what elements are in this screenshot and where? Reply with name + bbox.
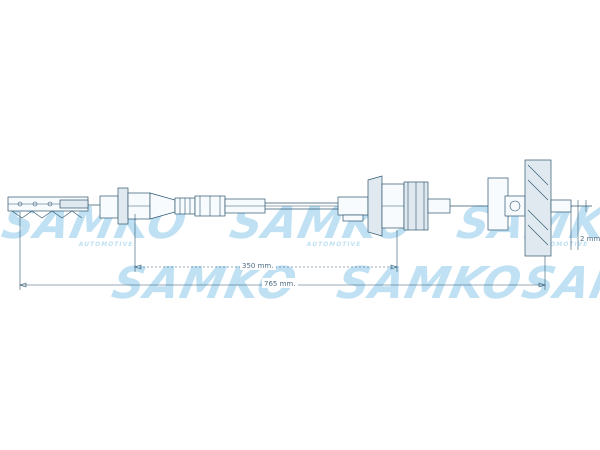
watermark-tagline-3: AUTOMOTIVE — [533, 241, 589, 248]
dimension-total-label: 765 mm. — [264, 280, 295, 288]
watermark-tagline-2: AUTOMOTIVE — [306, 241, 362, 248]
dimension-total: 765 mm. — [19, 212, 546, 290]
watermark-tagline-1: AUTOMOTIVE — [78, 241, 134, 248]
watermark-brand-6: SAMKO — [518, 258, 600, 308]
dimension-play: 2 mm. — [570, 212, 600, 250]
left-sleeve — [99, 187, 266, 225]
middle-fitting — [337, 175, 451, 237]
outer-conduit — [265, 202, 345, 210]
left-end-fitting — [7, 196, 89, 219]
dimension-inner-label: 350 mm. — [242, 262, 273, 270]
watermark-brand-5: SAMKO — [333, 258, 527, 308]
dimension-play-label: 2 mm. — [580, 235, 600, 243]
dimension-inner: 350 mm. — [134, 214, 398, 272]
right-end-fitting — [487, 159, 592, 257]
